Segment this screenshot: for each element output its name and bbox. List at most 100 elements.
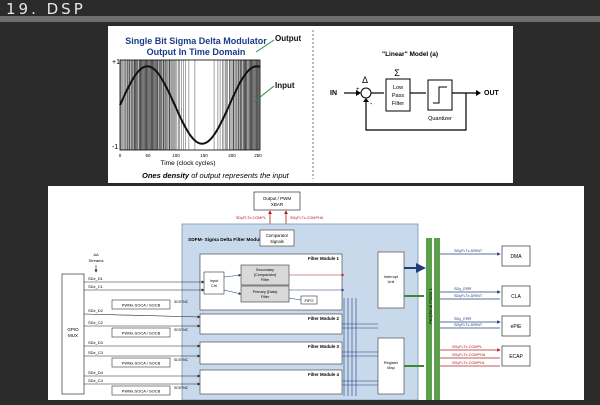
interrupt-label-1: Interrupt [384, 275, 399, 279]
primary-filter-label-1: Primary (Data) [253, 290, 278, 294]
low-pass-filter-block [385, 78, 411, 112]
x-tick-label: 250 [254, 153, 262, 158]
pwm-soc-label-3: PWMx.SOCA / SOCB [122, 361, 161, 366]
pin-label: SDx_D2 [88, 308, 104, 313]
xbar-label-2: XBAR [271, 202, 284, 207]
out-arrowhead [476, 90, 481, 96]
compl-label: SDyFLTx.COMPL [236, 216, 266, 220]
comparator-label-1: Comparator [266, 233, 289, 238]
filter-module-3 [199, 341, 343, 365]
compha-label-right: SDyFLTx.COMPHA [452, 353, 486, 357]
x-tick-label: 50 [145, 153, 151, 158]
epie-label: ePIE [511, 324, 523, 330]
pwm-soc-label-1: PWMx.SOCA / SOCB [122, 303, 161, 308]
streams-label: Streams [89, 258, 104, 263]
pin-label: SDx_C1 [88, 284, 104, 289]
filter-module-2-label: Filter Module 2 [308, 316, 340, 321]
secondary-filter-label-3: Filter [261, 278, 270, 282]
pin-label: SDx_C3 [88, 350, 104, 355]
register-map-box [377, 337, 405, 395]
interrupt-label-2: Unit [388, 280, 396, 284]
compl-label-right: SDyFLTx.COMPL [452, 345, 482, 349]
filter-module-4 [199, 369, 343, 395]
x-tick-label: 100 [172, 153, 180, 158]
filter-module-4-label: Filter Module 4 [308, 372, 340, 377]
pwm-soc-box-3 [111, 357, 171, 368]
primary-to-fifo [288, 297, 302, 301]
x-tick-label: 150 [200, 153, 208, 158]
caption: Ones density of output represents the in… [142, 171, 290, 180]
module-bus-lines [342, 298, 378, 396]
sine-wave [119, 65, 261, 145]
secondary-filter-label-2: (Comparator) [254, 273, 277, 277]
peripheral-frame-bar-2 [434, 238, 440, 400]
secondary-filter-label-1: Secondary [256, 268, 274, 272]
plot-title-line2: Output In Time Domain [147, 47, 246, 57]
y-bottom-label: -1 [112, 144, 118, 151]
dma-box [501, 245, 531, 267]
err-label-1: SDy_ERR [454, 287, 472, 291]
delta-symbol: Δ [362, 75, 368, 85]
caption-emphasis: Ones density [142, 171, 190, 180]
x-tick-labels: 0 50 100 150 200 250 [119, 153, 263, 158]
peripheral-frame-label: Peripheral Frame 1 [428, 287, 433, 324]
input-ctrl-label-1: Input [210, 279, 219, 283]
pin-labels: SDx_D1 SDx_C1 SDx_D2 SDx_C2 SDx_D3 SDx_C… [88, 276, 104, 383]
filter-label-3: Filter [392, 101, 404, 107]
comparator-label-2: Signals [270, 239, 284, 244]
drint-label-1: SDyFLTx.DRINT [454, 249, 483, 253]
pwm-soc-box-4 [111, 385, 171, 396]
plus-sign: + [356, 87, 360, 93]
filter-label-1: Low [393, 85, 403, 91]
top-figure-panel: Single Bit Sigma Delta Modulator Output … [108, 26, 513, 183]
in-label: IN [330, 90, 337, 97]
pin-lines [83, 280, 205, 386]
sdfm-block-diagram: Output / PWM XBAR SDyFLTx.COMPL SDyFLTx.… [61, 191, 531, 401]
pin-label: SDx_D1 [88, 276, 104, 281]
drint-label-2: SDyFLTx.DRINT [454, 294, 483, 298]
register-label-2: Map [387, 366, 394, 370]
ecap-box [501, 345, 531, 367]
interrupt-unit-box [377, 251, 405, 309]
pwm-soc-box-2 [111, 327, 171, 338]
input-ctrl-label-2: Ctrl [211, 284, 217, 288]
input-ctrl-box [203, 271, 225, 295]
sigma-delta-figure: Single Bit Sigma Delta Modulator Output … [112, 30, 500, 180]
err-label-2: SDy_ERR [454, 317, 472, 321]
dma-label: DMA [510, 254, 522, 260]
pwm-soc-label-4: PWMx.SOCA / SOCB [122, 389, 161, 394]
cla-box [501, 285, 531, 307]
sdsync-label-1: SDSYNC [174, 300, 189, 304]
sdfm-module-title: SDFM- Sigma Delta Filter Module [188, 237, 263, 243]
pin-label: SDx_C4 [88, 378, 104, 383]
summing-junction [360, 87, 372, 99]
gpio-label-2: MUX [68, 333, 78, 338]
quantizer-label: Quantizer [428, 116, 452, 122]
plot-frame [119, 59, 261, 151]
register-label-1: Register [384, 361, 399, 365]
title-divider [0, 16, 600, 22]
feedback-arrowhead [363, 98, 369, 102]
input-callout-line [253, 85, 275, 103]
sigma-symbol: Σ [394, 68, 400, 78]
output-xbar-box [253, 191, 301, 211]
drint-label-3: SDyFLTx.DRINT [454, 323, 483, 327]
sdsync-label-3: SDSYNC [174, 358, 189, 362]
peripheral-frame-bar-1 [426, 238, 432, 400]
comphl-label-right: SDyFLTx.COMPHL [452, 361, 485, 365]
x-tick-label: 200 [228, 153, 236, 158]
ecap-label: ECAP [509, 354, 523, 360]
pwm-soc-box-1 [111, 299, 171, 310]
feedback-path [365, 93, 467, 131]
filter-label-2: Pass [392, 93, 404, 99]
ctrl-to-primary [223, 289, 242, 295]
slide-title: 19. DSP [6, 0, 86, 18]
x-axis-label: Time (clock cycles) [160, 160, 215, 167]
step-icon [433, 86, 447, 104]
x-tick-label: 0 [119, 153, 122, 158]
primary-filter-box [240, 285, 290, 303]
output-callout-line [255, 39, 275, 53]
y-top-label: +1 [112, 59, 120, 66]
plot-title-line1: Single Bit Sigma Delta Modulator [125, 36, 267, 46]
pin-label: SDx_D4 [88, 370, 104, 375]
